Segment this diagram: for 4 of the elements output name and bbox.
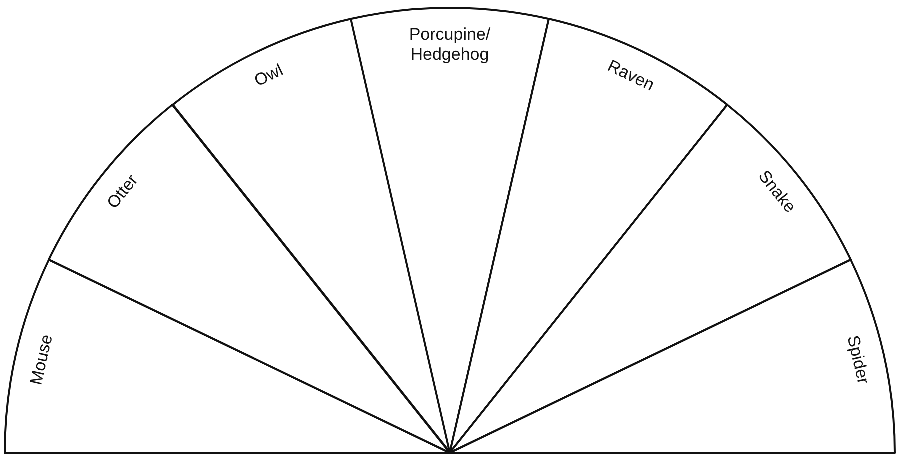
sector-label: Porcupine/ Hedgehog <box>408 25 492 65</box>
sector-label: Spider <box>842 332 874 388</box>
sector-label: Owl <box>250 60 287 93</box>
sector-label: Mouse <box>26 332 58 389</box>
